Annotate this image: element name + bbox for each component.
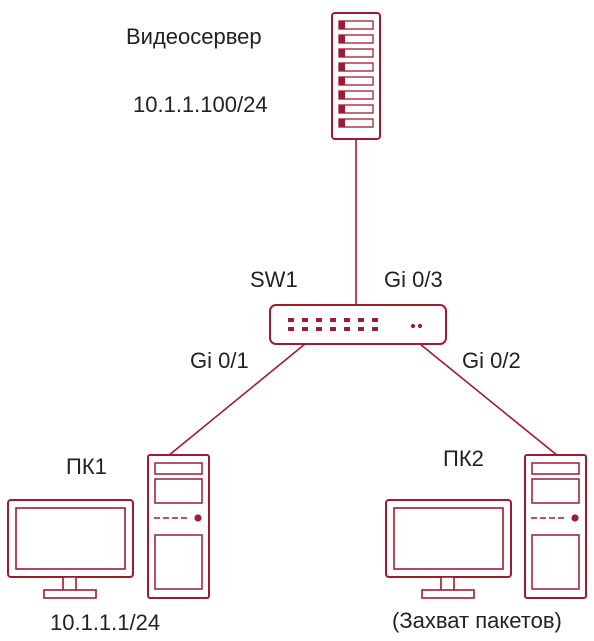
switch-port-led [302, 318, 308, 322]
server-drive-led [339, 35, 345, 43]
pc1-desktop-icon [7, 454, 210, 599]
switch-port-leds [288, 318, 378, 331]
switch-port-led [288, 327, 294, 331]
server-drive-slots [338, 20, 374, 128]
server-name-label: Видеосервер [126, 24, 262, 49]
port-label-right: Gi 0/2 [462, 348, 521, 373]
pc2-tower-icon [524, 454, 587, 599]
switch-port-led [372, 327, 378, 331]
pc1-tower-icon [147, 454, 210, 599]
pc2-note-label: (Захват пакетов) [392, 608, 562, 633]
server-ip-label: 10.1.1.100/24 [133, 92, 268, 117]
pc2-desktop-icon [385, 454, 587, 599]
switch-port-led [344, 327, 350, 331]
server-drive-led [339, 119, 345, 127]
server-drive-led [339, 21, 345, 29]
link-switch-pc2 [419, 343, 559, 457]
server-drive-led [339, 91, 345, 99]
switch-port-led [288, 318, 294, 322]
switch-port-led [316, 327, 322, 331]
port-label-uplink: Gi 0/3 [384, 267, 443, 292]
server-drive-led [339, 63, 345, 71]
server-drive-led [339, 77, 345, 85]
pc2-name-label: ПК2 [443, 446, 484, 471]
switch-port-led [330, 327, 336, 331]
switch-port-led [358, 318, 364, 322]
port-label-left: Gi 0/1 [190, 348, 249, 373]
switch-port-led [358, 327, 364, 331]
link-switch-pc1 [167, 343, 306, 457]
server-rack-icon [331, 12, 381, 140]
pc2-monitor-icon [385, 499, 512, 599]
pc1-ip-label: 10.1.1.1/24 [50, 610, 161, 635]
switch-icon [269, 304, 447, 345]
switch-port-led [344, 318, 350, 322]
switch-port-led [330, 318, 336, 322]
switch-port-led [372, 318, 378, 322]
pc1-name-label: ПК1 [66, 454, 107, 479]
switch-port-led [316, 318, 322, 322]
pc1-monitor-icon [7, 499, 134, 599]
switch-port-led [302, 327, 308, 331]
server-drive-led [339, 105, 345, 113]
server-drive-led [339, 49, 345, 57]
switch-name-label: SW1 [250, 267, 298, 292]
